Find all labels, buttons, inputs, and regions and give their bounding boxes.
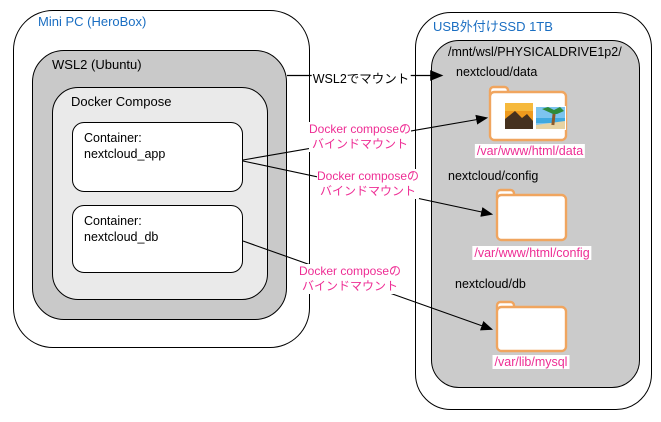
sunset-photo-thumbnail <box>504 102 534 130</box>
folder-with-photos-icon <box>488 85 568 142</box>
mount-path-config: /var/www/html/config <box>472 246 592 260</box>
bind-mount-label-data-line1: Docker composeの <box>308 122 412 136</box>
dir-label-nextcloud-db: nextcloud/db <box>455 277 526 291</box>
empty-folder-db-icon <box>495 300 568 353</box>
wsl2-mount-arrow-label: WSL2でマウント <box>311 68 411 87</box>
beach-photo-thumbnail <box>535 106 566 130</box>
drive-root-path: /mnt/wsl/PHYSICALDRIVE1p2/ <box>448 45 622 59</box>
bind-mount-label-db-line1: Docker composeの <box>298 264 402 278</box>
bind-mount-label-data-line2: バインドマウント <box>311 137 409 151</box>
dir-label-nextcloud-config: nextcloud/config <box>448 169 539 183</box>
bind-mount-label-data: Docker composeの バインドマウント <box>308 122 412 152</box>
container-db-title: Container: <box>84 214 142 228</box>
usb-ssd-title: USB外付けSSD 1TB <box>433 19 553 34</box>
container-nextcloud-db: Container: nextcloud_db <box>72 205 243 273</box>
container-app-title: Container: <box>84 131 142 145</box>
wsl2-label: WSL2 (Ubuntu) <box>52 57 142 72</box>
bind-mount-label-db-line2: バインドマウント <box>301 279 399 293</box>
mount-path-db: /var/lib/mysql <box>492 355 570 369</box>
dir-label-nextcloud-data: nextcloud/data <box>456 65 538 79</box>
bind-mount-label-config-line2: バインドマウント <box>319 184 417 198</box>
container-db-name: nextcloud_db <box>84 230 159 244</box>
empty-folder-config-icon <box>495 188 568 242</box>
mini-pc-title: Mini PC (HeroBox) <box>38 14 147 29</box>
container-nextcloud-app: Container: nextcloud_app <box>72 122 243 192</box>
mount-path-data: /var/www/html/data <box>474 144 586 158</box>
bind-mount-label-db: Docker composeの バインドマウント <box>298 264 402 294</box>
docker-compose-label: Docker Compose <box>71 94 172 109</box>
bind-mount-label-config-line1: Docker composeの <box>316 169 420 183</box>
container-app-name: nextcloud_app <box>84 147 166 161</box>
bind-mount-label-config: Docker composeの バインドマウント <box>316 169 420 199</box>
